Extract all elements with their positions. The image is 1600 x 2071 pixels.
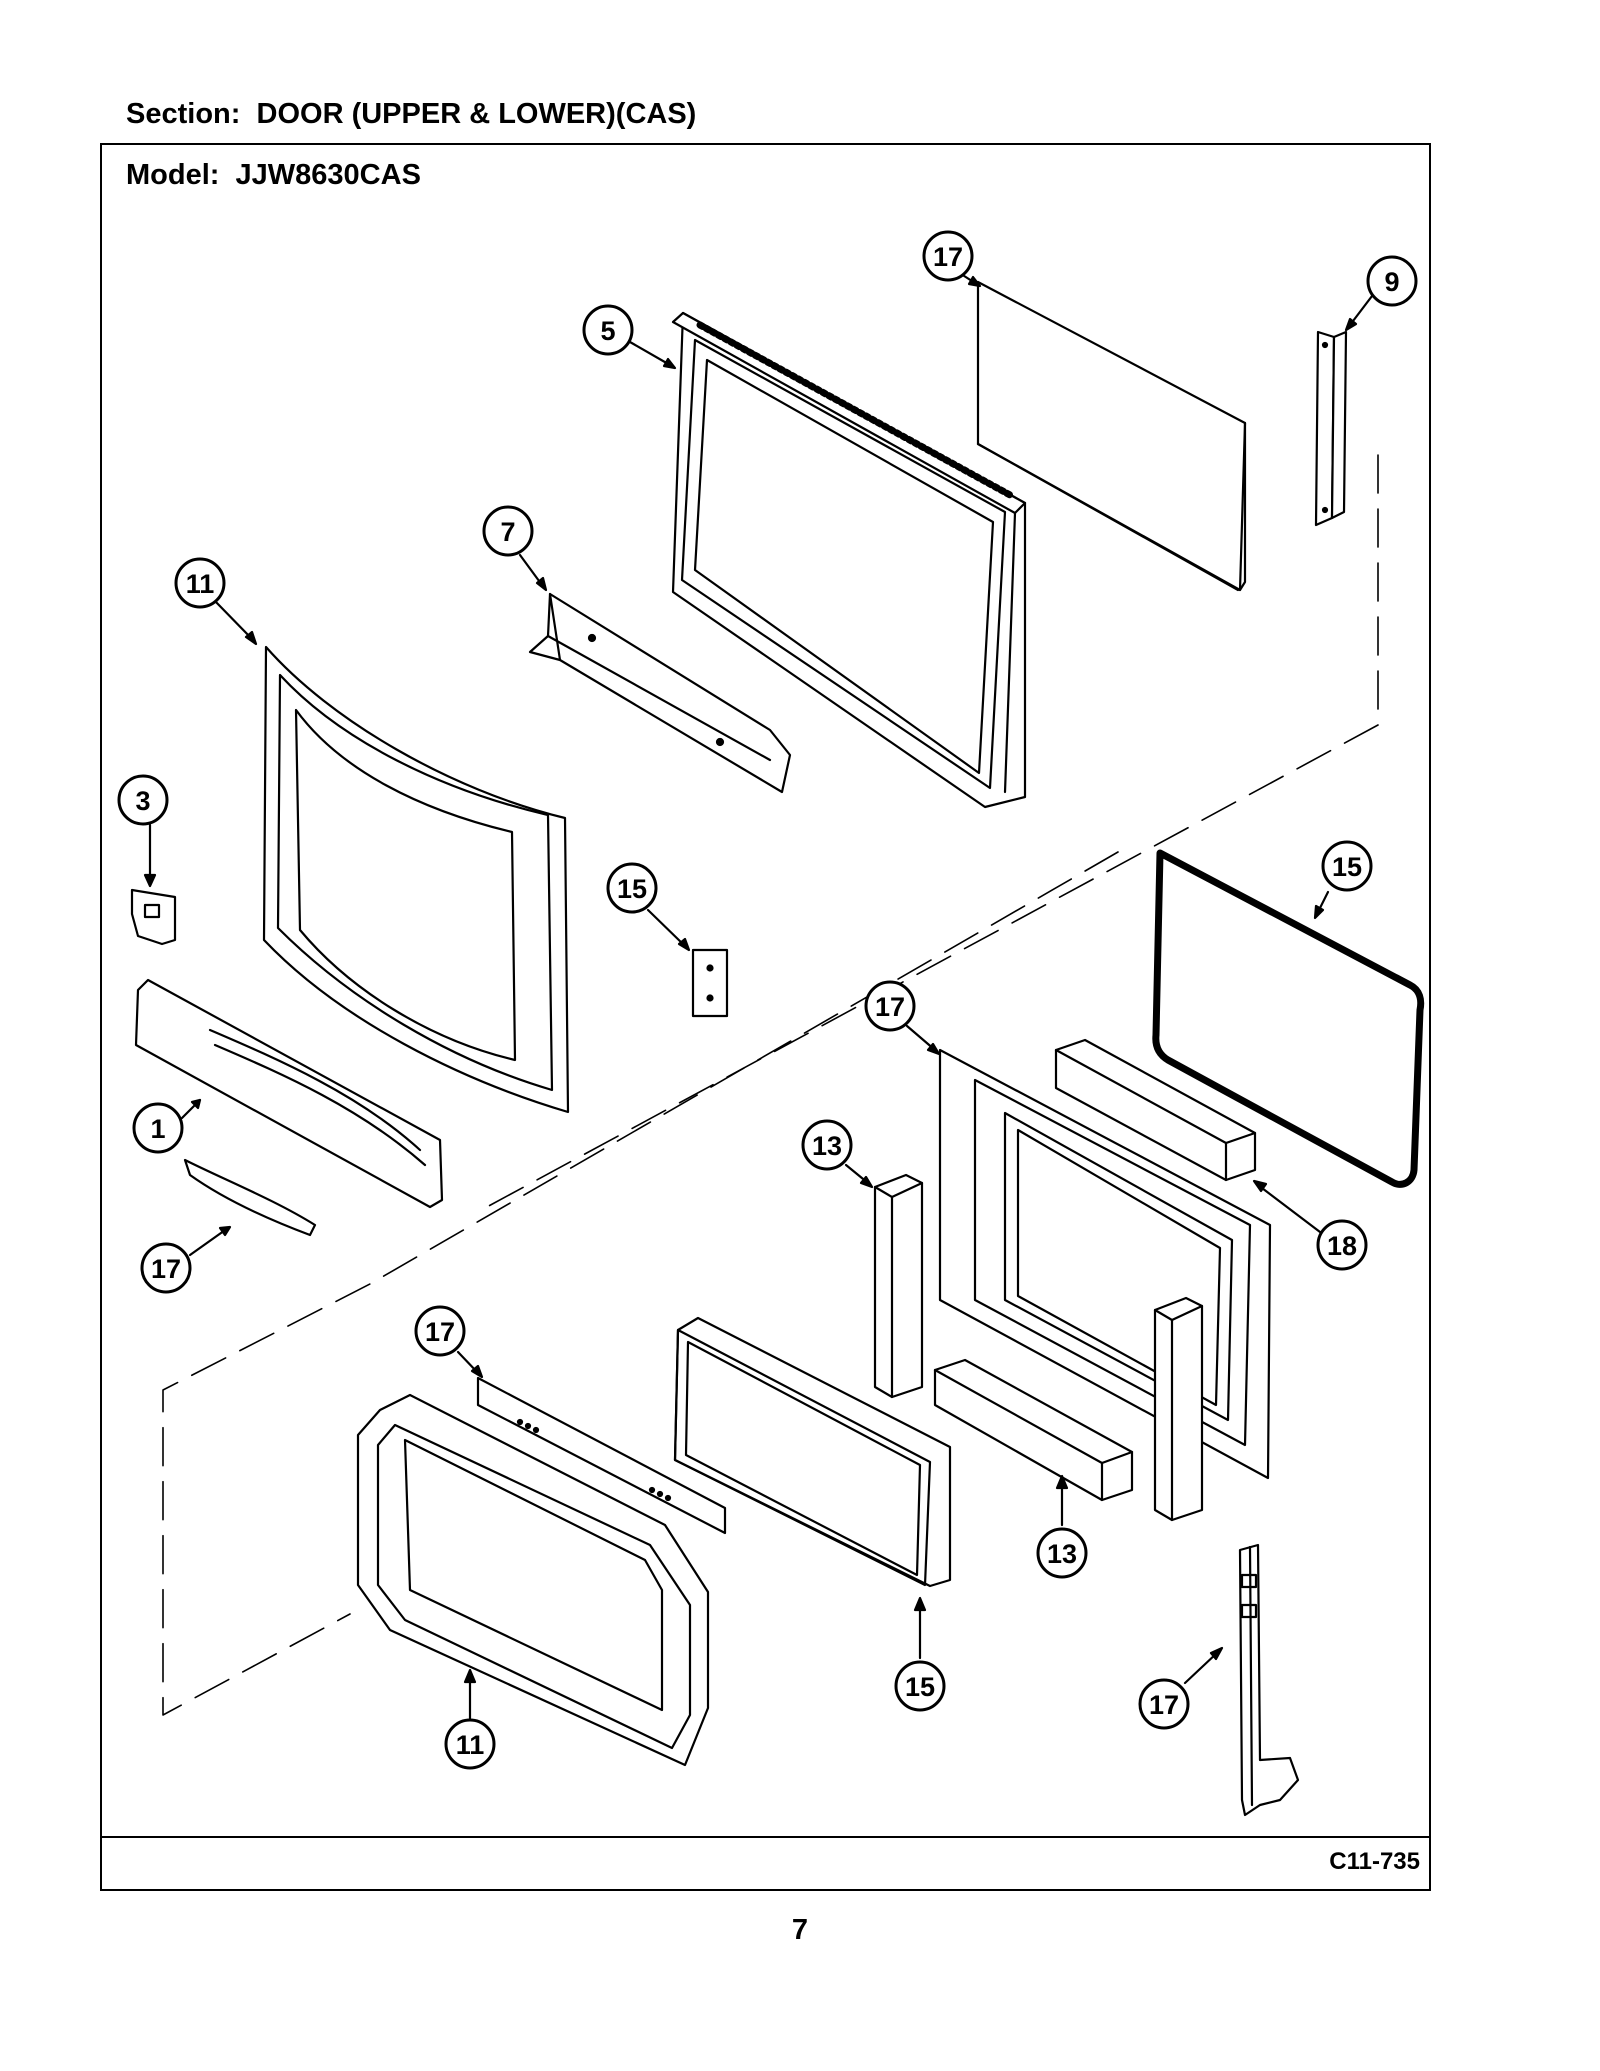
part-8-insulation-block [933, 1358, 1134, 1502]
part-6-spacer [691, 948, 729, 1018]
svg-text:17: 17 [425, 1317, 455, 1347]
svg-text:3: 3 [135, 786, 150, 816]
callout-10: 17 [922, 230, 982, 288]
callout-15: 15 [1313, 840, 1373, 920]
part-9-hinge-bracket [1314, 330, 1348, 527]
svg-text:17: 17 [151, 1254, 181, 1284]
diagram-frame [100, 143, 1431, 1891]
svg-text:11: 11 [186, 569, 215, 599]
callout-8: 13 [1036, 1474, 1088, 1579]
part-1-handle-trim [134, 978, 444, 1209]
svg-text:9: 9 [1384, 267, 1399, 297]
svg-text:17: 17 [875, 992, 905, 1022]
callout-1: 1 [132, 1098, 202, 1154]
svg-text:15: 15 [1332, 852, 1362, 882]
part-7-channel-bracket [528, 592, 792, 794]
part-17-vent-strip [476, 1376, 727, 1535]
callout-9: 9 [1344, 255, 1418, 332]
vent-slots [696, 321, 1014, 499]
part-12-glass-pack [673, 1316, 952, 1588]
callout-3: 3 [117, 774, 169, 888]
part-16-hinge [1238, 1543, 1300, 1817]
svg-text:15: 15 [905, 1672, 935, 1702]
assembly-guide-lines [162, 454, 1379, 1716]
callout-5: 5 [582, 304, 677, 370]
callout-11: 11 [444, 1668, 496, 1770]
callout-7: 7 [482, 505, 548, 592]
svg-text:5: 5 [600, 316, 615, 346]
svg-text:13: 13 [812, 1131, 842, 1161]
callout-12: 15 [894, 1596, 946, 1712]
svg-text:1: 1 [150, 1114, 165, 1144]
section-title: Section: DOOR (UPPER & LOWER)(CAS) [126, 98, 697, 130]
part-5-door-frame [671, 311, 1027, 809]
part-3-clip [130, 888, 177, 946]
page-number: 7 [791, 1914, 809, 1946]
part-2-handle [183, 1158, 317, 1237]
callout-markers: 1 17 3 11 5 15 7 [117, 230, 1418, 1770]
callout-4: 11 [174, 557, 258, 646]
callout-14: 17 [864, 980, 941, 1056]
callout-17: 17 [414, 1305, 484, 1379]
callout-6: 15 [606, 862, 691, 952]
svg-text:17: 17 [933, 242, 963, 272]
part-4-outer-panel [262, 645, 570, 1114]
model-title: Model: JJW8630CAS [126, 159, 421, 191]
part-13-insulation-strip [873, 1173, 1204, 1522]
footer-divider [100, 1836, 1431, 1838]
callout-2: 17 [140, 1225, 232, 1294]
callout-16: 17 [1138, 1646, 1224, 1730]
svg-text:15: 15 [617, 874, 647, 904]
part-15-gasket [1152, 849, 1425, 1188]
part-18-insulation-block [1054, 1038, 1257, 1182]
svg-text:13: 13 [1047, 1539, 1077, 1569]
part-10-glass-panel [976, 280, 1247, 592]
svg-text:17: 17 [1149, 1690, 1179, 1720]
figure-code: C11-735 [1329, 1848, 1420, 1875]
svg-text:11: 11 [456, 1730, 485, 1760]
callout-18: 18 [1252, 1179, 1368, 1271]
svg-text:7: 7 [500, 517, 515, 547]
callout-13: 13 [801, 1119, 874, 1189]
svg-text:18: 18 [1327, 1231, 1357, 1261]
part-11-lower-frame [356, 1393, 710, 1767]
